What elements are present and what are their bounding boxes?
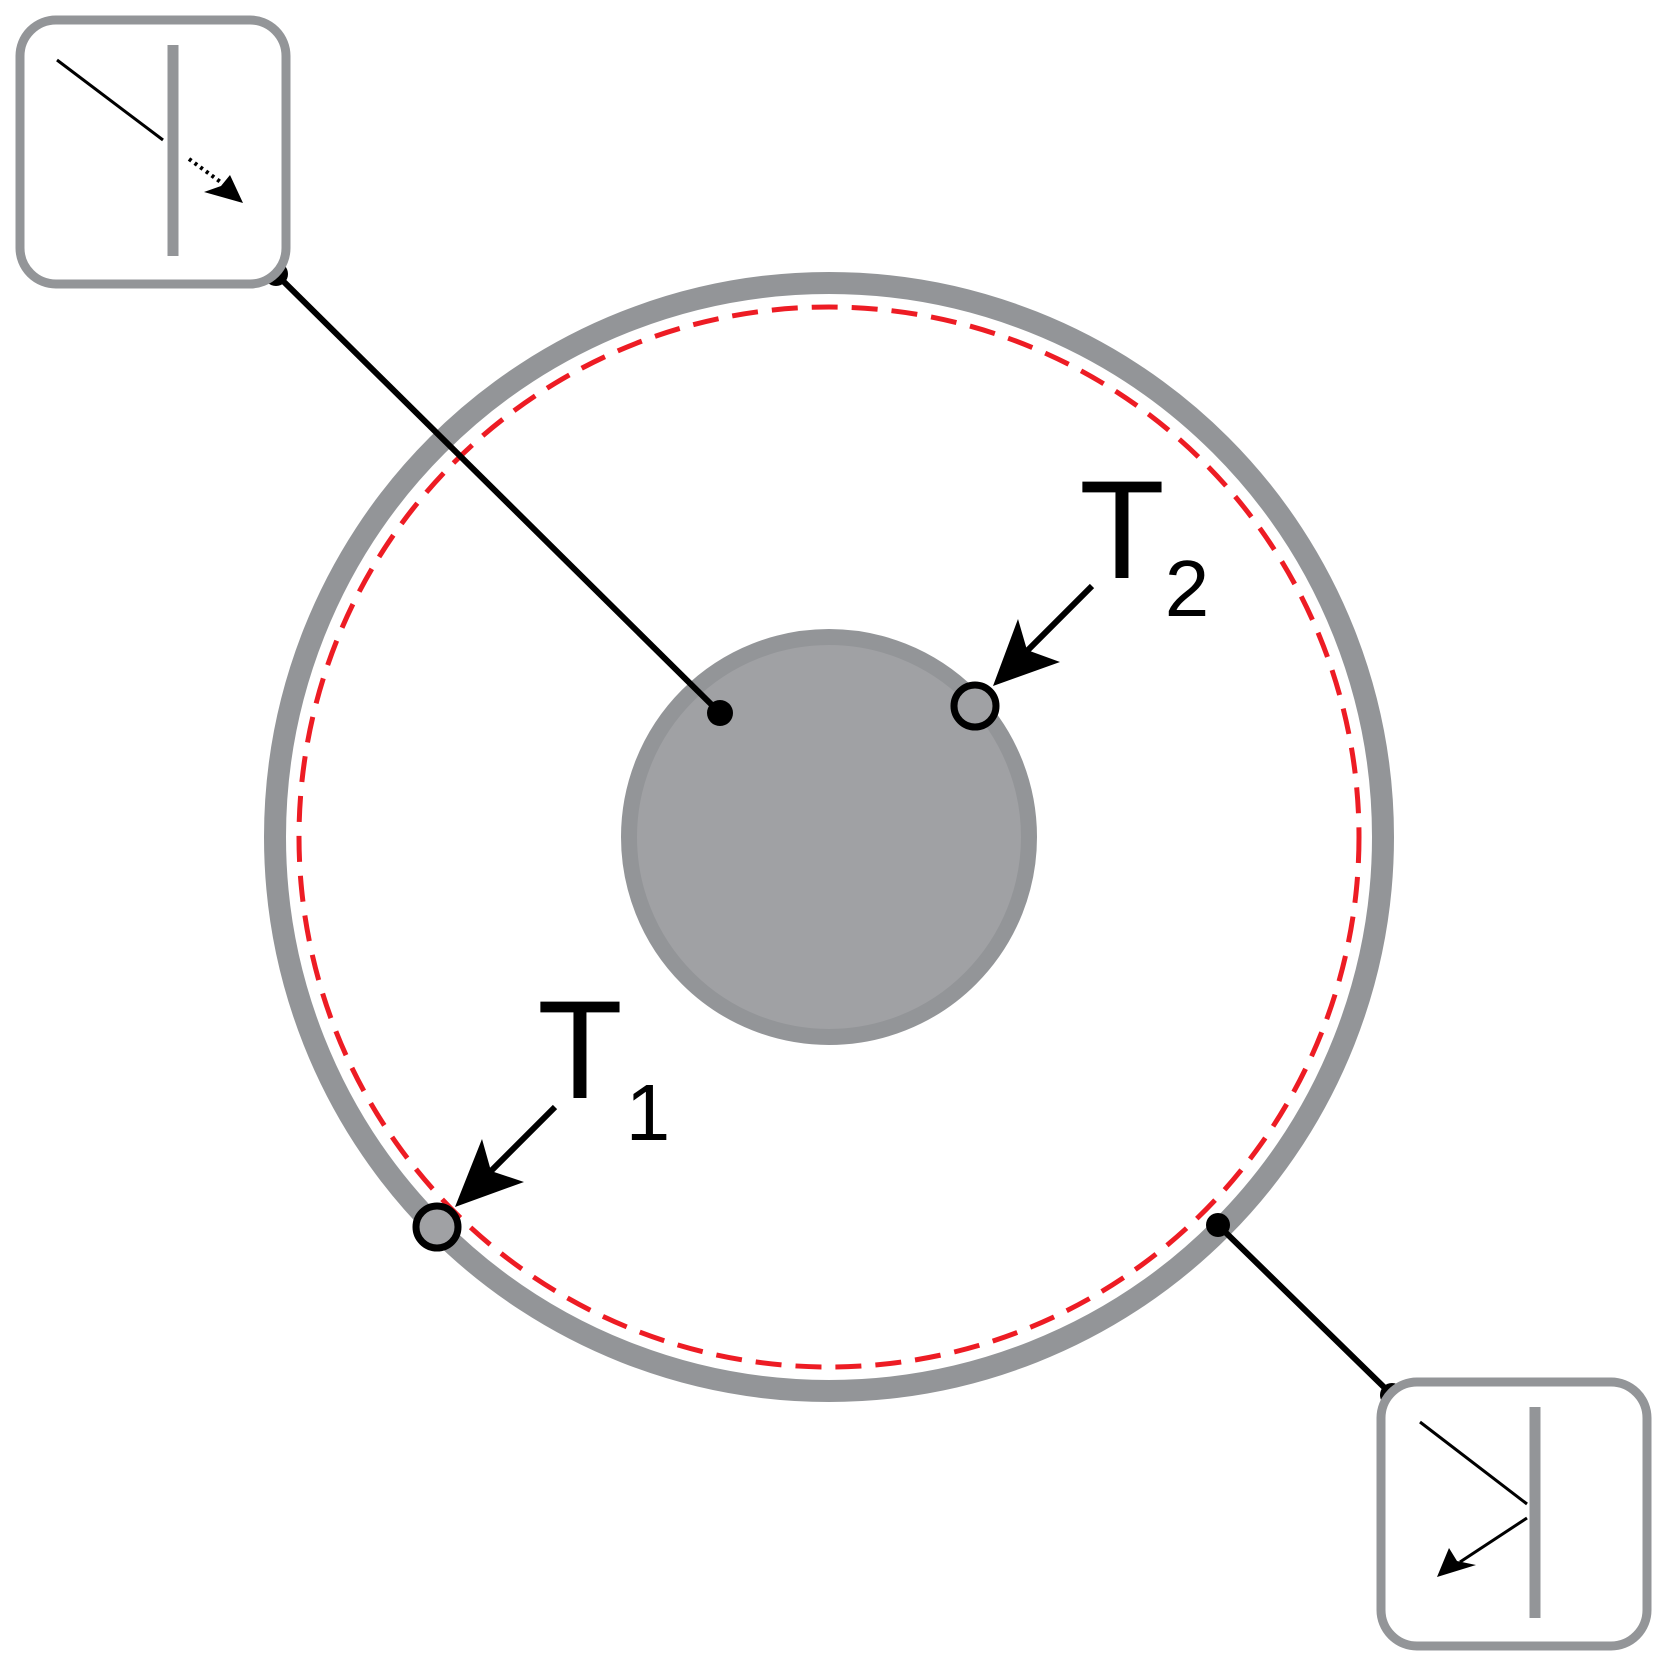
light-splitter-icon [15,15,291,289]
inner-disc [621,629,1037,1045]
t2-pointer-arrow [993,583,1095,686]
outer-ring [264,272,1394,1402]
probe-dot-upper-end [707,700,733,726]
probe-dot-lower-start [1206,1213,1230,1237]
probe-line-upper [273,271,723,716]
dashed-boundary-circle [296,304,1362,1370]
label-t2-sub: 2 [1165,544,1210,633]
label-t1-sub: 1 [626,1068,671,1157]
label-t1-main: T [537,971,623,1128]
label-t2-main: T [1079,451,1165,608]
light-reflector-icon [1376,1377,1652,1651]
sensor-point-t2 [950,681,1000,731]
probe-line-lower [1215,1222,1395,1398]
sensor-point-t1 [412,1202,462,1252]
t1-pointer-arrow [455,1104,558,1207]
